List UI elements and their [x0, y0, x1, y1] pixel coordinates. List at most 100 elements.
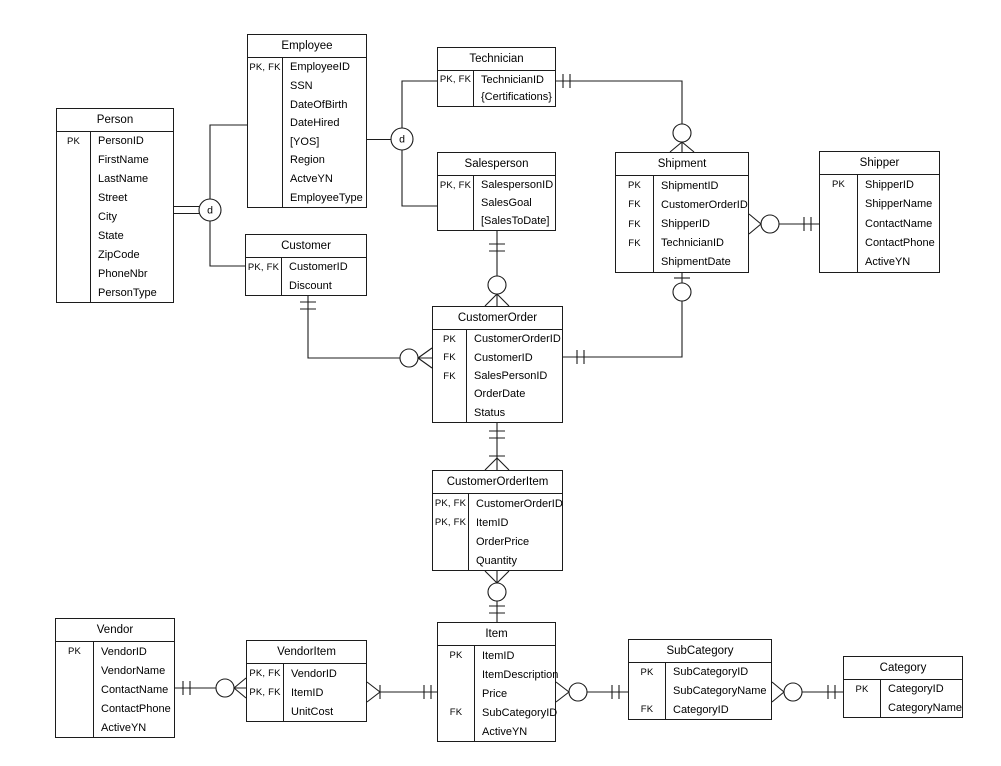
attribute-row: Price	[438, 684, 555, 703]
key-cell: FK	[433, 348, 467, 367]
connector-person-subtype[interactable]	[174, 124, 247, 267]
key-cell	[820, 194, 858, 214]
key-cell	[57, 169, 91, 189]
attribute-name: ItemID	[291, 686, 324, 699]
attribute-row: [YOS]	[248, 132, 366, 152]
attribute-name: ItemDescription	[482, 668, 559, 681]
attribute-row: ActiveYN	[820, 252, 939, 273]
connector-employee-subtype[interactable]	[367, 80, 437, 207]
attribute-name: ShipmentID	[661, 179, 719, 192]
entity-title: Salesperson	[438, 153, 555, 176]
attribute-row: ContactName	[820, 213, 939, 234]
connector-vendoritem-item[interactable]	[366, 681, 437, 703]
entity-title: Vendor	[56, 619, 174, 642]
connector-shipment-shipper[interactable]	[748, 213, 819, 235]
key-cell: PK, FK	[247, 664, 284, 683]
connector-salesperson-customerorder[interactable]	[484, 231, 510, 307]
attribute-row: SalesGoal	[438, 194, 555, 212]
key-cell: PK, FK	[438, 71, 474, 89]
key-cell: PK, FK	[433, 494, 469, 513]
key-cell	[57, 264, 91, 284]
cardinality-one-one-icon	[423, 685, 432, 699]
attribute-row: FirstName	[57, 150, 173, 170]
attribute-name: VendorID	[291, 667, 337, 680]
subtype-d-label: d	[399, 134, 405, 146]
subtype-d-circle[interactable]: d	[390, 127, 414, 151]
subtype-d-label: d	[207, 205, 213, 217]
attribute-name: SubCategoryName	[673, 685, 767, 697]
attribute-row: OrderDate	[433, 385, 562, 404]
attribute-name: ActiveYN	[865, 256, 911, 269]
cardinality-one-many-icon	[484, 455, 510, 471]
attribute-row: PersonType	[57, 283, 173, 303]
attribute-row: ActiveYN	[56, 718, 174, 737]
key-cell: FK	[433, 366, 467, 386]
attribute-row: ShipmentDate	[616, 252, 748, 273]
connector-item-subcategory[interactable]	[555, 681, 628, 703]
attribute-row: VendorName	[56, 661, 174, 680]
connector-subcategory-category[interactable]	[771, 681, 843, 703]
key-cell	[56, 680, 94, 699]
attribute-row: Street	[57, 188, 173, 208]
attribute-name: ZipCode	[98, 248, 140, 261]
attribute-name: Price	[482, 687, 508, 700]
subtype-d-circle[interactable]: d	[198, 198, 222, 222]
attribute-row: EmployeeType	[248, 188, 366, 207]
connector-customer-customerorder[interactable]	[300, 296, 433, 369]
key-cell	[438, 684, 475, 703]
attribute-name: EmployeeID	[290, 61, 350, 74]
key-cell	[438, 194, 474, 212]
attribute-name: ContactName	[101, 683, 169, 696]
attribute-name: State	[98, 229, 124, 242]
cardinality-one-one-icon	[489, 430, 505, 439]
connector-shipment-customerorder[interactable]	[563, 273, 692, 364]
connector-vendor-vendoritem[interactable]	[175, 677, 247, 699]
key-cell	[247, 702, 284, 721]
key-cell	[438, 722, 475, 741]
key-cell	[57, 150, 91, 170]
attribute-name: ShipmentDate	[661, 256, 731, 269]
connector-technician-shipment[interactable]	[556, 74, 695, 153]
connector-customerorderitem-item[interactable]	[484, 570, 510, 622]
attribute-name: Status	[474, 406, 506, 419]
entity-title: CustomerOrderItem	[433, 471, 562, 494]
connector-customerorder-customerorderitem[interactable]	[484, 423, 510, 471]
key-cell	[248, 132, 283, 152]
attribute-row: Quantity	[433, 551, 562, 570]
attribute-row: CategoryName	[844, 698, 962, 717]
key-cell	[56, 699, 94, 718]
attribute-row: SubCategoryName	[629, 681, 771, 701]
attribute-row: DateOfBirth	[248, 95, 366, 114]
cardinality-one-many-icon	[366, 681, 381, 703]
attribute-name: [SalesToDate]	[481, 215, 550, 227]
attribute-name: [YOS]	[290, 135, 320, 148]
